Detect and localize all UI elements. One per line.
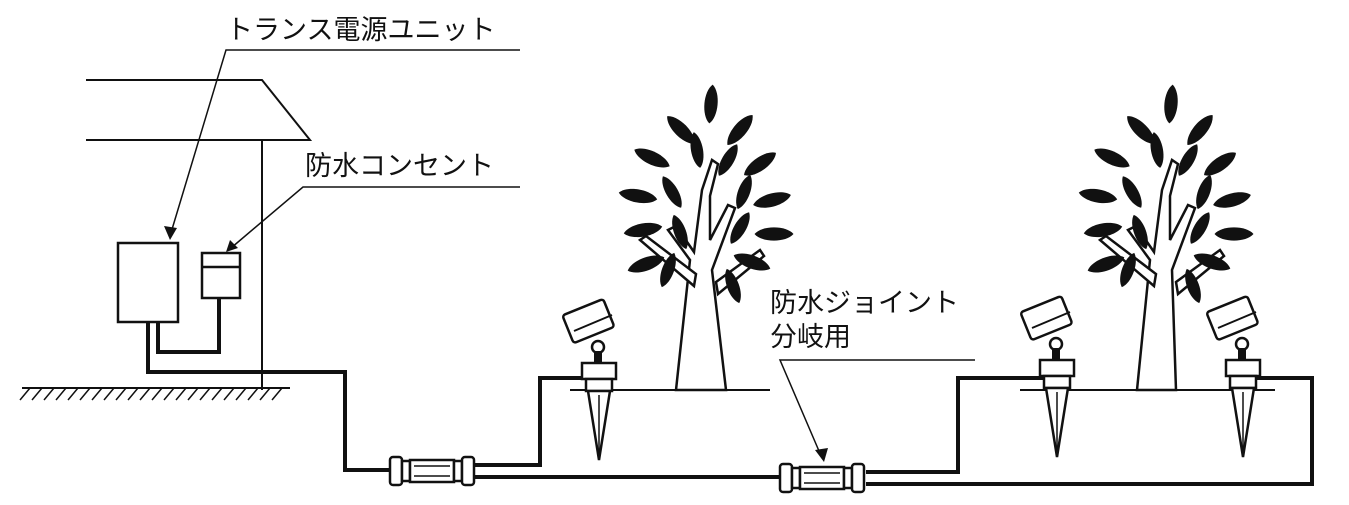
connector-branch (778, 462, 866, 494)
outlet-box (200, 251, 242, 300)
leader-lines (169, 49, 975, 459)
leader-arrowheads (164, 226, 828, 462)
house-ground (19, 387, 290, 401)
waterproof-joint-label: 防水ジョイント (770, 288, 959, 319)
tree-right (1077, 83, 1254, 392)
spotlight-3 (1205, 294, 1262, 459)
tree-left (617, 83, 794, 392)
house (86, 79, 313, 390)
branch-use-label: 分岐用 (770, 322, 851, 353)
transformer-box (116, 241, 180, 324)
waterproof-outlet-label: 防水コンセント (305, 151, 494, 182)
connector-left (388, 455, 476, 487)
transformer-unit-label: トランス電源ユニット (226, 15, 496, 46)
